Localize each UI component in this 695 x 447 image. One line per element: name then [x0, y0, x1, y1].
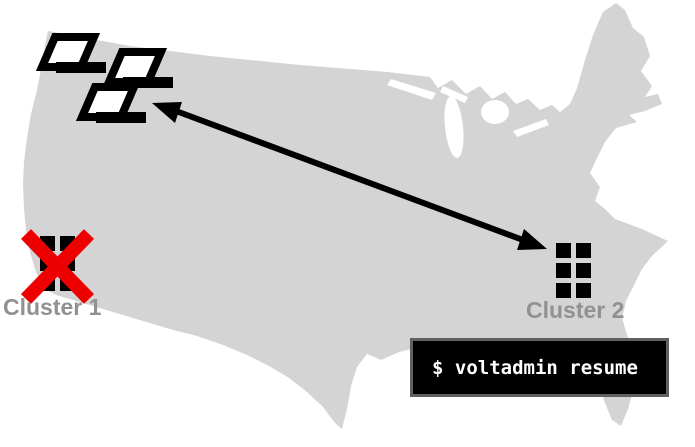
- database-node-icon: [35, 33, 106, 73]
- lake-michigan-icon: [444, 96, 464, 158]
- lake-superior-east-icon: [440, 86, 468, 103]
- database-node-icon: [75, 83, 146, 123]
- failed-x-icon: [20, 229, 95, 304]
- terminal-command-text: $ voltadmin resume: [432, 356, 638, 379]
- lake-superior-icon: [387, 79, 436, 100]
- arrow-head-northwest: [152, 102, 182, 123]
- db-node-group: [35, 33, 173, 123]
- lake-erie-icon: [513, 119, 549, 137]
- terminal-command-box: $ voltadmin resume: [410, 338, 669, 397]
- database-node-icon: [102, 48, 173, 88]
- great-lakes-cutouts: [387, 79, 549, 158]
- arrow-head-southeast: [517, 229, 547, 250]
- cluster1-label: Cluster 1: [3, 294, 102, 320]
- lake-huron-icon: [481, 100, 509, 124]
- cluster2-label: Cluster 2: [526, 297, 625, 323]
- double-headed-arrow-icon: [152, 102, 547, 250]
- cluster2-server-grid-icon: [556, 243, 591, 298]
